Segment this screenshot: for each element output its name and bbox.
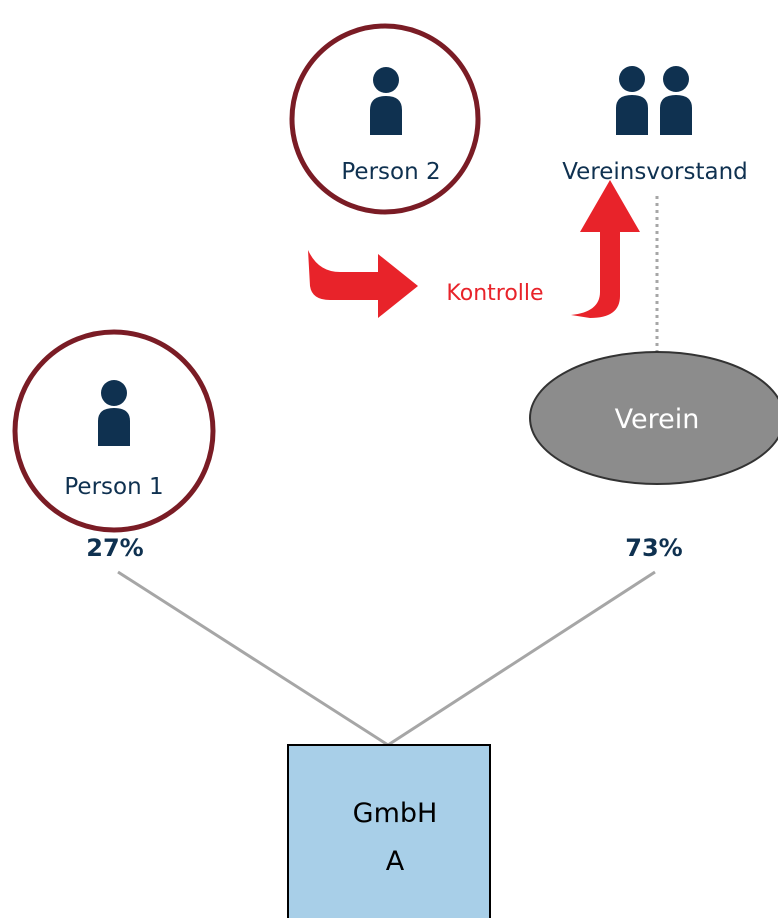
company-node: GmbH A: [287, 744, 491, 918]
person1-share: 27%: [86, 534, 143, 562]
person2-node: Person 2: [289, 23, 481, 215]
board-label: Vereinsvorstand: [562, 159, 748, 185]
group-icon: [616, 66, 692, 135]
person1-highlight-circle: [12, 329, 216, 533]
association-share: 73%: [625, 534, 682, 562]
ownership-line-person1: [117, 570, 389, 747]
association-node: Verein: [529, 351, 778, 485]
association-ellipse: [529, 351, 778, 485]
board-node: Vereinsvorstand: [562, 66, 748, 185]
control-label: Kontrolle: [446, 281, 543, 306]
person2-label: Person 2: [341, 159, 440, 185]
person1-node: Person 1: [12, 329, 216, 533]
control-arrow-up-icon: [571, 180, 640, 318]
person-icon: [370, 67, 402, 135]
person1-label: Person 1: [64, 474, 163, 500]
company-box: [287, 744, 491, 918]
control-arrow-right-icon: [308, 250, 418, 318]
company-label-line2: A: [386, 846, 405, 877]
association-label: Verein: [615, 404, 700, 435]
company-label-line1: GmbH: [353, 798, 438, 829]
ownership-line-verein: [387, 570, 656, 747]
person-icon: [98, 380, 130, 446]
person2-highlight-circle: [289, 23, 481, 215]
